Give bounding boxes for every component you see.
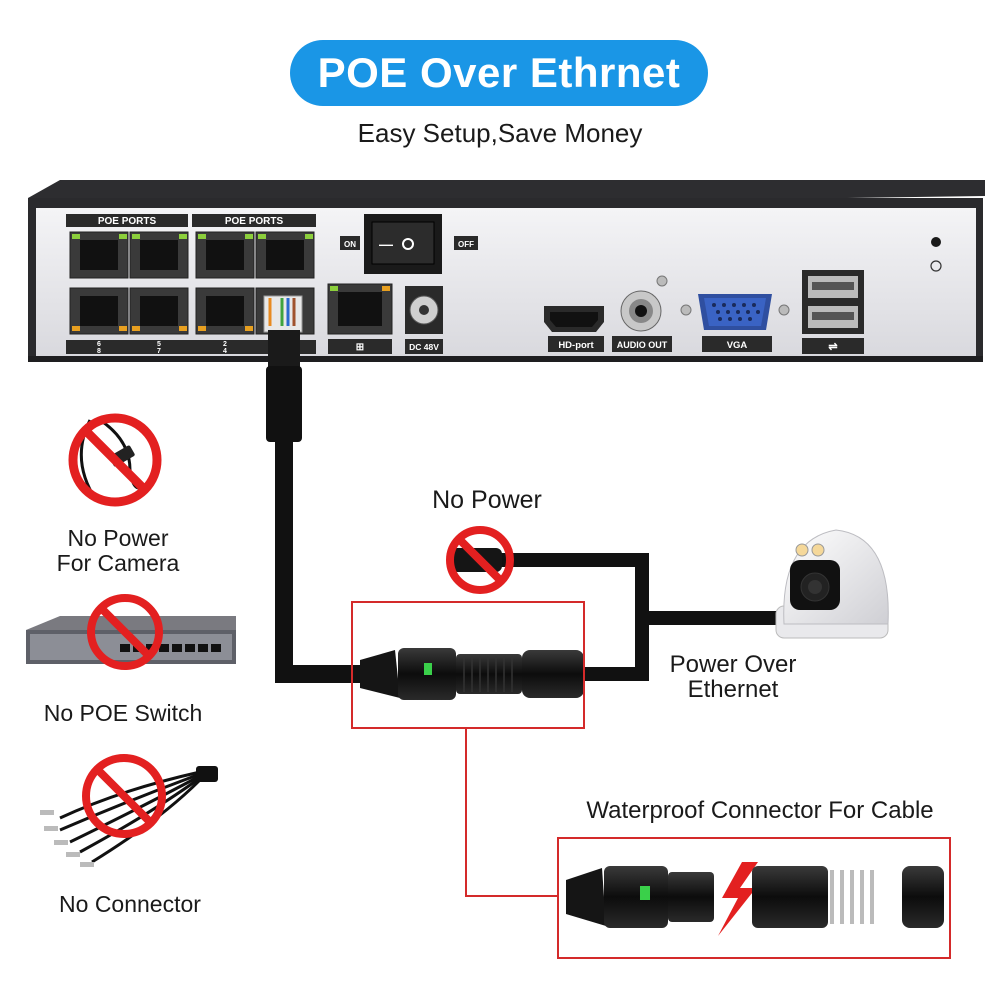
poe-ports-label-left: POE PORTS (98, 216, 157, 227)
splitter-connector-image (40, 754, 218, 867)
dc-adapter-cable-image (68, 413, 162, 507)
power-switch: ON — OFF (340, 214, 478, 274)
switch-on-symbol: — (379, 236, 393, 252)
no-power-prohibit-icon (446, 526, 514, 594)
waterproof-label: Waterproof Connector For Cable (586, 797, 934, 824)
port-number-5: 5 (157, 341, 161, 348)
usb-icon: ⇌ (828, 341, 837, 353)
dome-camera (775, 529, 889, 639)
port-number-2: 2 (223, 341, 227, 348)
switch-off-symbol (402, 238, 414, 250)
page-title: POE Over Ethrnet (290, 40, 708, 106)
poe-ports: POE PORTS POE PORTS (66, 214, 316, 355)
no-power-label: No Power (432, 486, 542, 514)
poe-label-line1: Power Over (669, 651, 797, 678)
no-power-camera-line2: For Camera (56, 550, 180, 576)
dc-power-port: DC 48V (405, 286, 443, 354)
port-number-7: 7 (157, 348, 161, 355)
ethernet-cable (266, 330, 780, 700)
hdmi-port: HD-port (544, 306, 604, 352)
ground-icon (930, 260, 942, 272)
connector-callout-line (465, 728, 558, 897)
dc-label: DC 48V (409, 342, 439, 352)
lightning-icon (718, 862, 758, 936)
vga-label: VGA (727, 340, 748, 351)
nvr-device: POE PORTS POE PORTS (28, 180, 985, 362)
no-power-camera-line1: No Power (67, 525, 169, 551)
no-connector-label: No Connector (59, 891, 201, 917)
waterproof-detail-box (557, 837, 951, 959)
switch-on-label: ON (344, 240, 356, 249)
rj45-plug (263, 295, 303, 333)
lan-port: ⊞ (327, 283, 393, 354)
no-poe-switch-label: No POE Switch (43, 700, 203, 726)
switch-off-label: OFF (458, 240, 474, 249)
hdmi-label: HD-port (558, 340, 594, 351)
connector-led (424, 663, 432, 675)
audio-port: AUDIO OUT (612, 275, 672, 352)
poe-ports-label-right: POE PORTS (225, 216, 284, 227)
port-number-4: 4 (223, 348, 227, 355)
connector-highlight-box (351, 601, 585, 729)
no-power-camera-label: No Power For Camera (30, 526, 206, 576)
poe-label-line2: Ethernet (687, 676, 779, 703)
port-number-8: 8 (97, 348, 101, 355)
page-subtitle: Easy Setup,Save Money (357, 118, 643, 148)
waterproof-connector-detail (566, 862, 944, 936)
poe-label: Power Over Ethernet (650, 652, 816, 702)
port-number-6: 6 (97, 341, 101, 348)
poe-switch-image (26, 594, 236, 670)
reset-hole (931, 237, 941, 247)
audio-label: AUDIO OUT (617, 340, 668, 350)
usb-ports: ⇌ (802, 270, 864, 354)
vga-port: VGA (680, 294, 790, 352)
network-icon: ⊞ (356, 342, 364, 353)
